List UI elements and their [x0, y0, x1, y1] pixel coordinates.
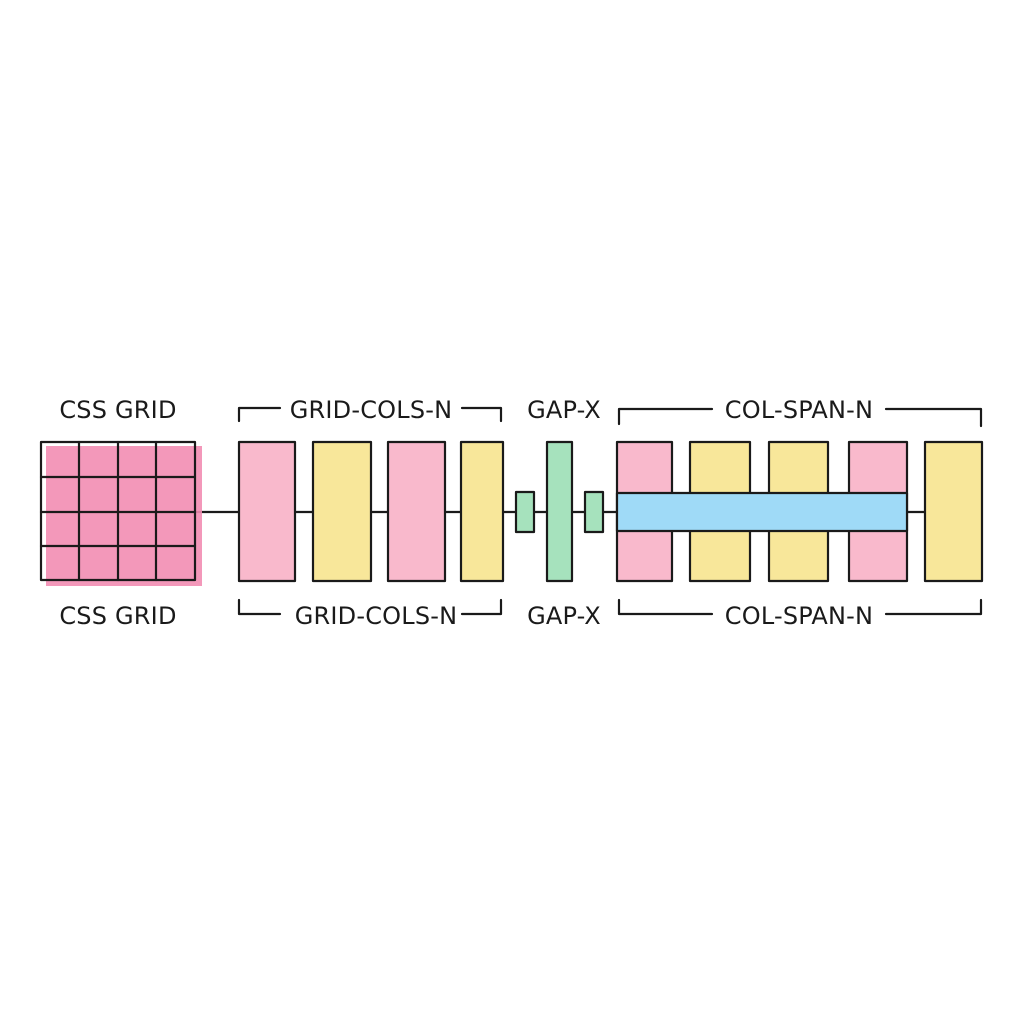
grid-col-2	[311, 440, 373, 583]
bracket-col-span-bottom	[617, 598, 983, 616]
label-col-span-bottom: COL-SPAN-N	[725, 602, 873, 630]
gap-visual	[514, 440, 605, 583]
css-grid-matrix	[39, 440, 202, 586]
span-col-5	[923, 440, 984, 583]
bracket-grid-cols-bottom	[237, 598, 503, 616]
bracket-grid-cols-top	[237, 406, 503, 423]
gap-column	[545, 440, 574, 583]
label-grid-cols-top: GRID-COLS-N	[290, 396, 453, 424]
css-grid-fill	[46, 446, 202, 586]
col-span-bar	[615, 491, 909, 533]
label-grid-cols-bottom: GRID-COLS-N	[295, 602, 458, 630]
label-css-grid-top: CSS GRID	[59, 396, 176, 424]
label-gap-top: GAP-X	[527, 396, 601, 424]
grid-cols-columns	[237, 440, 505, 583]
bracket-col-span-top	[617, 407, 983, 428]
col-span-columns	[615, 440, 984, 583]
label-gap-bottom: GAP-X	[527, 602, 601, 630]
label-col-span-top: COL-SPAN-N	[725, 396, 873, 424]
gap-marker-right	[583, 490, 605, 534]
grid-col-1	[237, 440, 297, 583]
label-css-grid-bottom: CSS GRID	[59, 602, 176, 630]
grid-col-3	[386, 440, 447, 583]
gap-marker-left	[514, 490, 536, 534]
grid-col-4	[459, 440, 505, 583]
